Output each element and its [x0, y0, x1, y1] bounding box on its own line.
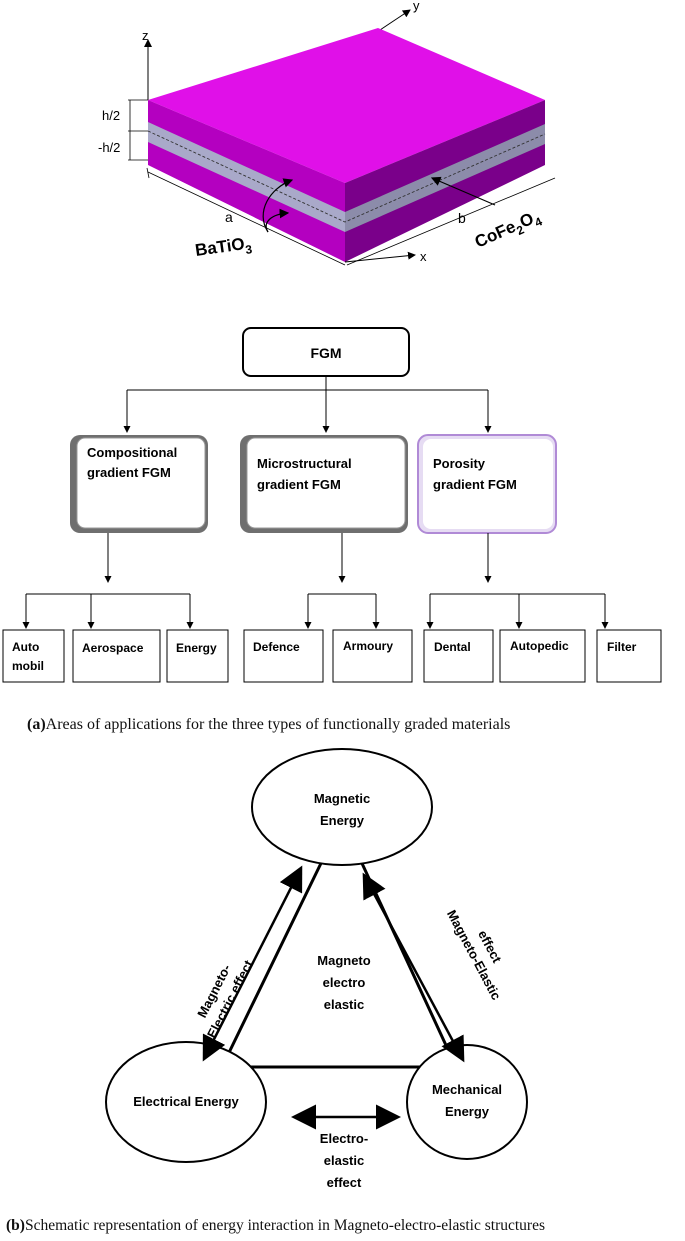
a-dimension-label: a [225, 209, 233, 225]
application-box-dental: Dental [423, 629, 494, 683]
core-layer-front [148, 122, 345, 232]
application-automobil-line1: Auto [12, 640, 39, 654]
application-box-automobil: Auto mobil [2, 629, 65, 683]
cofe2o4-label: CoFe2O4 [472, 206, 545, 255]
application-box-defence: Defence [243, 629, 324, 683]
magnetic-energy-node [251, 748, 433, 866]
center-label-line2: electro [323, 975, 366, 990]
batio3-label: BaTiO3 [194, 233, 253, 264]
energy-interaction-diagram: Magnetic Energy Electrical Energy Mechan… [105, 748, 528, 1190]
neg-h-half-label: -h/2 [98, 140, 120, 155]
category-porosity-line2: gradient FGM [433, 477, 517, 492]
application-automobil-line2: mobil [12, 659, 44, 673]
caption-b: (b)Schematic representation of energy in… [6, 1217, 545, 1235]
x-axis-label: x [420, 249, 427, 264]
mechanical-energy-node [406, 1044, 528, 1160]
category-box-microstructural: Microstructural gradient FGM [240, 435, 408, 533]
electrical-energy-label: Electrical Energy [133, 1094, 239, 1109]
caption-a-text: Areas of applications for the three type… [45, 716, 511, 733]
caption-a-tag: (a) [27, 716, 46, 733]
application-box-energy: Energy [166, 629, 229, 683]
category-microstructural-line2: gradient FGM [257, 477, 341, 492]
category-box-compositional: Compositional gradient FGM [70, 435, 208, 533]
electrical-energy-node [105, 1041, 267, 1163]
application-defence-label: Defence [253, 640, 300, 654]
center-label-line1: Magneto [317, 953, 371, 968]
h-half-label: h/2 [102, 108, 120, 123]
category-porosity-line1: Porosity [433, 456, 486, 471]
category-microstructural-line1: Microstructural [257, 456, 352, 471]
application-energy-label: Energy [176, 641, 217, 655]
y-axis-label: y [413, 0, 420, 13]
z-axis-label: z [142, 28, 149, 43]
b-dimension-label: b [458, 210, 466, 226]
center-label-line3: elastic [324, 997, 364, 1012]
application-box-autopedic: Autopedic [499, 629, 586, 683]
caption-b-text: Schematic representation of energy inter… [24, 1217, 545, 1234]
laminated-plate-figure: z y h/2 -h/2 a b x BaTiO3 CoFe2O4 [98, 0, 556, 266]
magneto-elastic-arrow [362, 872, 465, 1063]
magnetic-energy-line2: Energy [320, 813, 365, 828]
electro-elastic-line2: elastic [324, 1153, 364, 1168]
electro-elastic-line1: Electro- [320, 1131, 368, 1146]
application-autopedic-label: Autopedic [510, 639, 569, 653]
category-box-porosity: Porosity gradient FGM [417, 434, 557, 534]
caption-a: (a)Areas of applications for the three t… [27, 716, 510, 734]
category-compositional-line1: Compositional [87, 445, 177, 460]
application-armoury-label: Armoury [343, 639, 393, 653]
magneto-electric-arrow [202, 865, 303, 1062]
mechanical-energy-line1: Mechanical [432, 1082, 502, 1097]
caption-b-tag: (b) [6, 1217, 25, 1234]
application-box-armoury: Armoury [332, 629, 413, 683]
application-aerospace-label: Aerospace [82, 641, 144, 655]
application-box-filter: Filter [596, 629, 662, 683]
plate-top-surface [148, 28, 545, 183]
fgm-tree-diagram: FGM Compositional gradient FGM Microstru… [2, 327, 662, 683]
category-compositional-line2: gradient FGM [87, 465, 171, 480]
fgm-root-label: FGM [310, 345, 341, 361]
application-dental-label: Dental [434, 640, 471, 654]
magnetic-energy-line1: Magnetic [314, 791, 370, 806]
mechanical-energy-line2: Energy [445, 1104, 490, 1119]
electro-elastic-line3: effect [327, 1175, 362, 1190]
application-filter-label: Filter [607, 640, 637, 654]
application-box-aerospace: Aerospace [72, 629, 161, 683]
